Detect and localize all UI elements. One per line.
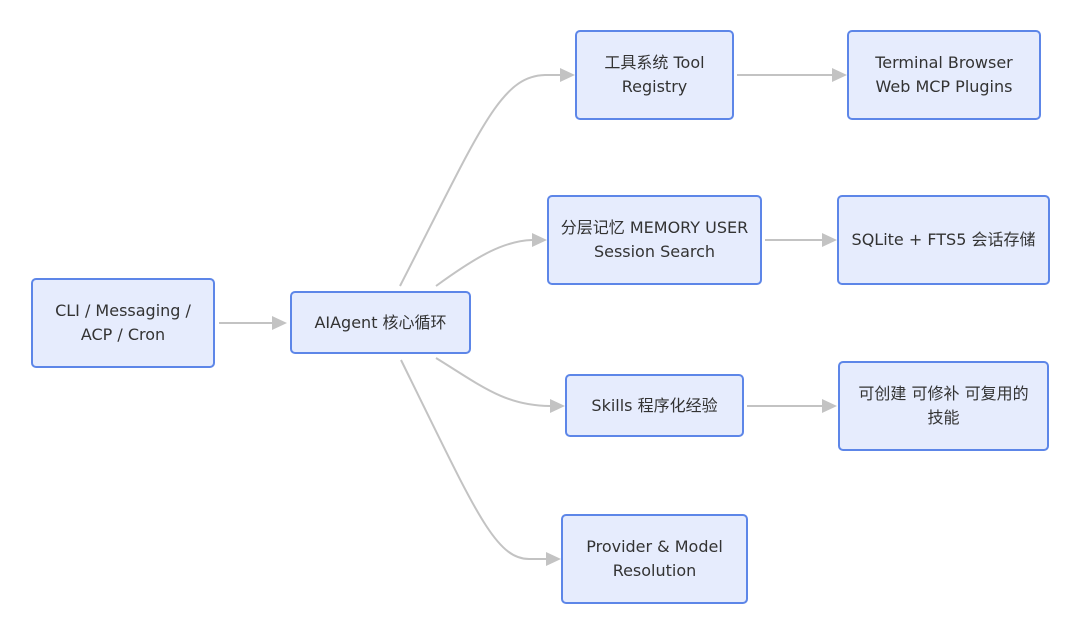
arrowhead-tools-detail xyxy=(832,68,847,82)
node-skills-detail-label: 可创建 可修补 可复用的 技能 xyxy=(858,384,1029,427)
node-skills-detail: 可创建 可修补 可复用的 技能 xyxy=(838,361,1049,451)
node-memory-detail-label: SQLite + FTS5 会话存储 xyxy=(851,230,1036,249)
node-provider: Provider & Model Resolution xyxy=(561,514,748,604)
node-skills: Skills 程序化经验 xyxy=(565,374,744,437)
arrowhead-memory-detail xyxy=(822,233,837,247)
edge-agent-to-provider xyxy=(400,359,546,561)
arrowhead-skills xyxy=(550,399,565,413)
node-memory-label: 分层记忆 MEMORY USER Session Search xyxy=(560,218,749,261)
node-provider-label: Provider & Model Resolution xyxy=(586,537,723,580)
arrowhead-provider xyxy=(546,552,561,566)
node-agent-label: AIAgent 核心循环 xyxy=(314,312,447,332)
node-tools: 工具系统 Tool Registry xyxy=(575,30,734,120)
node-tools-detail: Terminal Browser Web MCP Plugins xyxy=(847,30,1041,120)
node-input: CLI / Messaging / ACP / Cron xyxy=(31,278,215,368)
arrowhead-agent xyxy=(272,316,287,330)
node-skills-label: Skills 程序化经验 xyxy=(591,395,718,415)
node-input-label: CLI / Messaging / ACP / Cron xyxy=(55,301,191,344)
edge-agent-to-skills xyxy=(435,357,551,407)
edge-agent-to-tools xyxy=(399,74,560,287)
arrowhead-skills-detail xyxy=(822,399,837,413)
node-tools-detail-label: Terminal Browser Web MCP Plugins xyxy=(875,53,1013,96)
node-agent: AIAgent 核心循环 xyxy=(290,291,471,354)
node-tools-label: 工具系统 Tool Registry xyxy=(604,53,705,96)
arrowhead-memory xyxy=(532,233,547,247)
arrowhead-tools xyxy=(560,68,575,82)
node-memory-detail: SQLite + FTS5 会话存储 xyxy=(837,195,1050,285)
edge-agent-to-memory xyxy=(435,239,533,287)
node-memory: 分层记忆 MEMORY USER Session Search xyxy=(547,195,762,285)
